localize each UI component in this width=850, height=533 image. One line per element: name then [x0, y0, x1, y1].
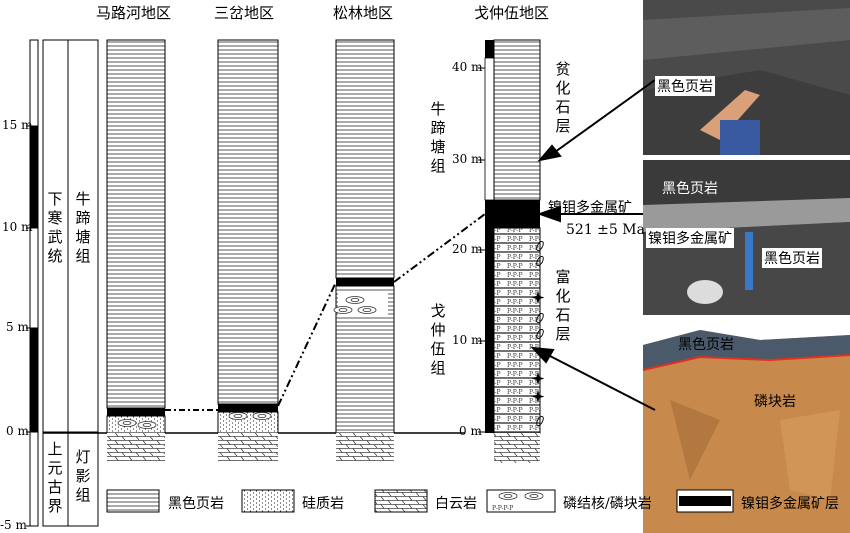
legend-dolomite: 白云岩 [435, 496, 477, 512]
photo1-label: 黑色页岩 [655, 76, 715, 96]
right-tick-10: 10 m [452, 333, 483, 347]
left-tick-10: 10 m [2, 220, 33, 234]
right-scale-ticks [478, 67, 485, 433]
label-age: 521 ±5 Ma [566, 222, 645, 238]
photo3-label-bottom: 磷块岩 [754, 394, 796, 410]
arrows [530, 79, 656, 411]
legend-phosphorite: 磷结核/磷块岩 [563, 496, 652, 512]
label-niutitang-right: 牛蹄塘组 [430, 100, 446, 175]
photo3-label-top: 黑色页岩 [678, 337, 734, 353]
title-malu: 马路河地区 [96, 4, 172, 22]
left-tick-0: 0 m [6, 424, 29, 438]
title-songlin: 松林地区 [333, 4, 394, 22]
legend-ore: 镍钼多金属矿层 [741, 496, 839, 512]
right-tick-20: 20 m [452, 242, 483, 256]
left-tick-15: 15 m [2, 118, 33, 132]
photo2-label-bottom: 黑色页岩 [762, 248, 822, 268]
right-tick-0: 0 m [459, 424, 482, 438]
legend: P-P-P-P [106, 489, 734, 513]
photo-black-shale [643, 0, 850, 155]
column-songlin [333, 39, 395, 461]
right-tick-30: 30 m [452, 152, 483, 166]
photo2-label-top: 黑色页岩 [662, 181, 718, 197]
label-fossil-poor: 贫化石层 [555, 60, 571, 135]
right-tick-40: 40 m [452, 60, 483, 74]
svg-text:P-P-P-P: P-P-P-P [492, 505, 513, 512]
title-gezhong: 戈仲伍地区 [474, 4, 550, 22]
left-tick-5: 5 m [6, 320, 29, 334]
correlation-lines [165, 213, 486, 411]
fossil-symbols [536, 241, 544, 426]
label-lower-cambrian: 下寒武统 [47, 190, 63, 265]
legend-siliceous: 硅质岩 [302, 496, 344, 512]
column-gezhongwu [484, 39, 541, 463]
photo-ore-layer [643, 160, 850, 315]
star-symbols [531, 291, 545, 403]
legend-black-shale: 黑色页岩 [168, 496, 224, 512]
column-malu [106, 39, 166, 461]
label-ore: 镍钼多金属矿 [548, 200, 632, 216]
column-sancha [217, 39, 279, 461]
label-fossil-rich: 富化石层 [555, 268, 571, 343]
strat-columns [42, 39, 99, 527]
left-scale-bar [26, 39, 39, 527]
label-upper-proterozoic: 上元古界 [47, 440, 63, 515]
title-sancha: 三岔地区 [214, 4, 275, 22]
label-dengying: 灯影组 [75, 448, 91, 504]
left-tick-minus5: -5 m [0, 518, 27, 532]
label-gezhongwu: 戈仲伍组 [430, 302, 446, 377]
photo2-label-mid: 镍钼多金属矿 [646, 228, 734, 248]
label-niutitang-left: 牛蹄塘组 [75, 190, 91, 265]
